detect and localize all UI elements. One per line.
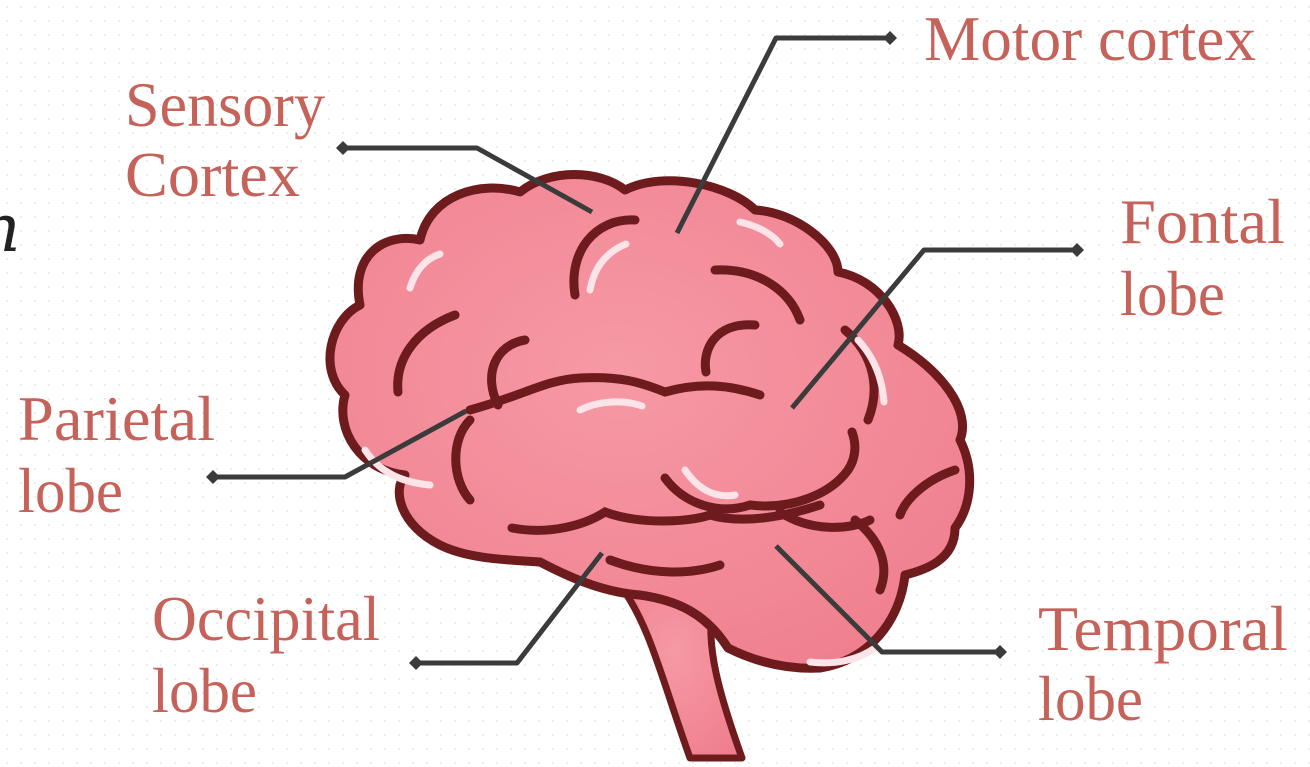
occipital-lobe-diamond [409,656,423,670]
label-sensory-cortex-line1: Sensory [125,69,325,140]
label-temporal-lobe-line1: Temporal [1038,593,1288,664]
brain-cerebrum [330,175,970,669]
frontal-lobe-diamond [1070,243,1084,257]
label-occipital-lobe-line2: lobe [152,655,257,726]
label-temporal-lobe-line2: lobe [1038,663,1143,734]
label-frontal-lobe-line2: lobe [1120,258,1225,329]
label-motor-cortex: Motor cortex [924,3,1256,74]
label-parietal-lobe-line1: Parietal [18,383,215,454]
temporal-lobe-diamond [993,645,1007,659]
label-occipital-lobe-line1: Occipital [152,583,380,654]
sensory-cortex-diamond [336,141,350,155]
label-frontal-lobe-line1: Fontal [1120,186,1285,257]
parietal-lobe-diamond [206,470,220,484]
label-parietal-lobe-line2: lobe [18,455,123,526]
motor-cortex-diamond [883,31,897,45]
label-sensory-cortex-line2: Cortex [125,139,300,210]
